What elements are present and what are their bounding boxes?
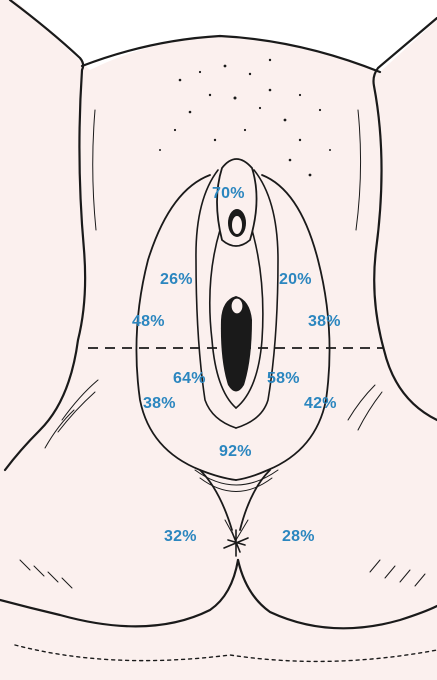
label-top-center: 70%	[212, 186, 245, 202]
label-mid-left-outer: 48%	[132, 314, 165, 330]
label-upper-right: 20%	[279, 272, 312, 288]
label-bottom-left: 32%	[164, 529, 197, 545]
label-bottom-right: 28%	[282, 529, 315, 545]
label-mid-right-outer: 38%	[308, 314, 341, 330]
label-inner-right: 58%	[267, 371, 300, 387]
label-upper-left: 26%	[160, 272, 193, 288]
label-lower-left-outer: 38%	[143, 396, 176, 412]
label-lower-center: 92%	[219, 444, 252, 460]
clitoral-hood	[217, 159, 257, 246]
label-inner-left: 64%	[173, 371, 206, 387]
label-lower-right-outer: 42%	[304, 396, 337, 412]
